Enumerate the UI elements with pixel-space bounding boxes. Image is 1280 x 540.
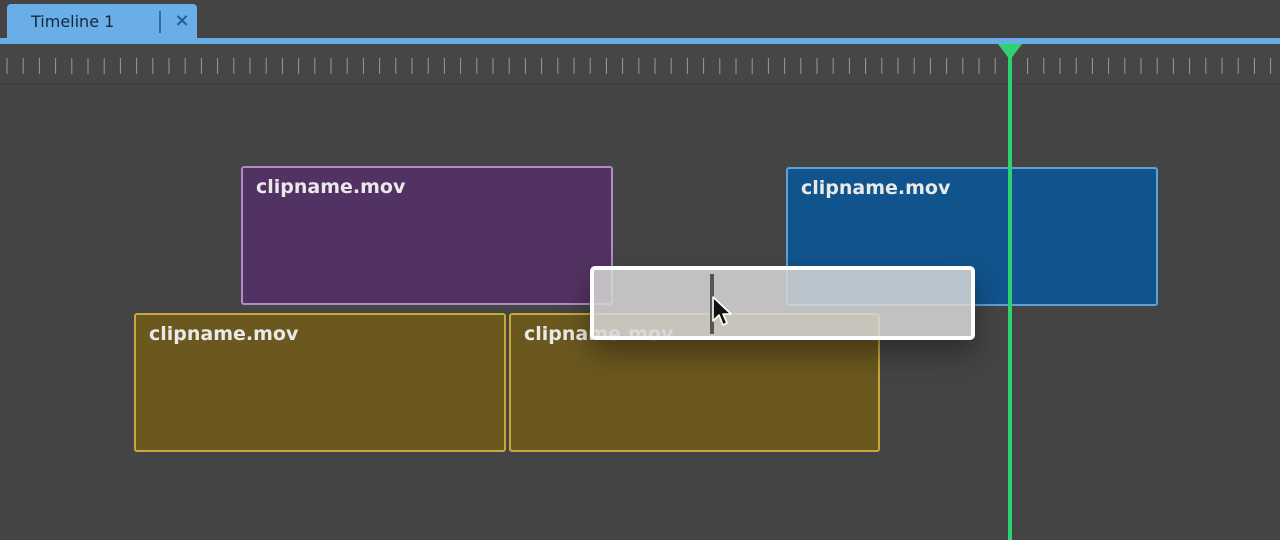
clip-label: clipname.mov xyxy=(801,177,951,199)
close-icon[interactable]: × xyxy=(174,10,190,31)
clip-label: clipname.mov xyxy=(149,323,299,345)
mouse-pointer-icon xyxy=(712,296,732,326)
tab-underline xyxy=(0,38,1280,44)
ruler-ticks xyxy=(6,58,1272,74)
playhead-marker-icon[interactable] xyxy=(998,44,1022,60)
tab-timeline-1[interactable]: Timeline 1 × xyxy=(7,4,197,38)
tab-bar: Timeline 1 × xyxy=(0,0,1280,44)
drag-ghost xyxy=(590,266,975,340)
time-ruler[interactable] xyxy=(0,44,1280,84)
clip[interactable]: clipname.mov xyxy=(241,166,613,305)
clip[interactable]: clipname.mov xyxy=(134,313,506,452)
track-area[interactable]: clipname.mov clipname.mov clipname.mov c… xyxy=(0,84,1280,540)
clip-label: clipname.mov xyxy=(256,176,406,198)
tab-label: Timeline 1 xyxy=(31,12,115,31)
tab-divider xyxy=(159,11,161,33)
insert-caret xyxy=(710,274,714,334)
playhead-line[interactable] xyxy=(1008,44,1012,540)
